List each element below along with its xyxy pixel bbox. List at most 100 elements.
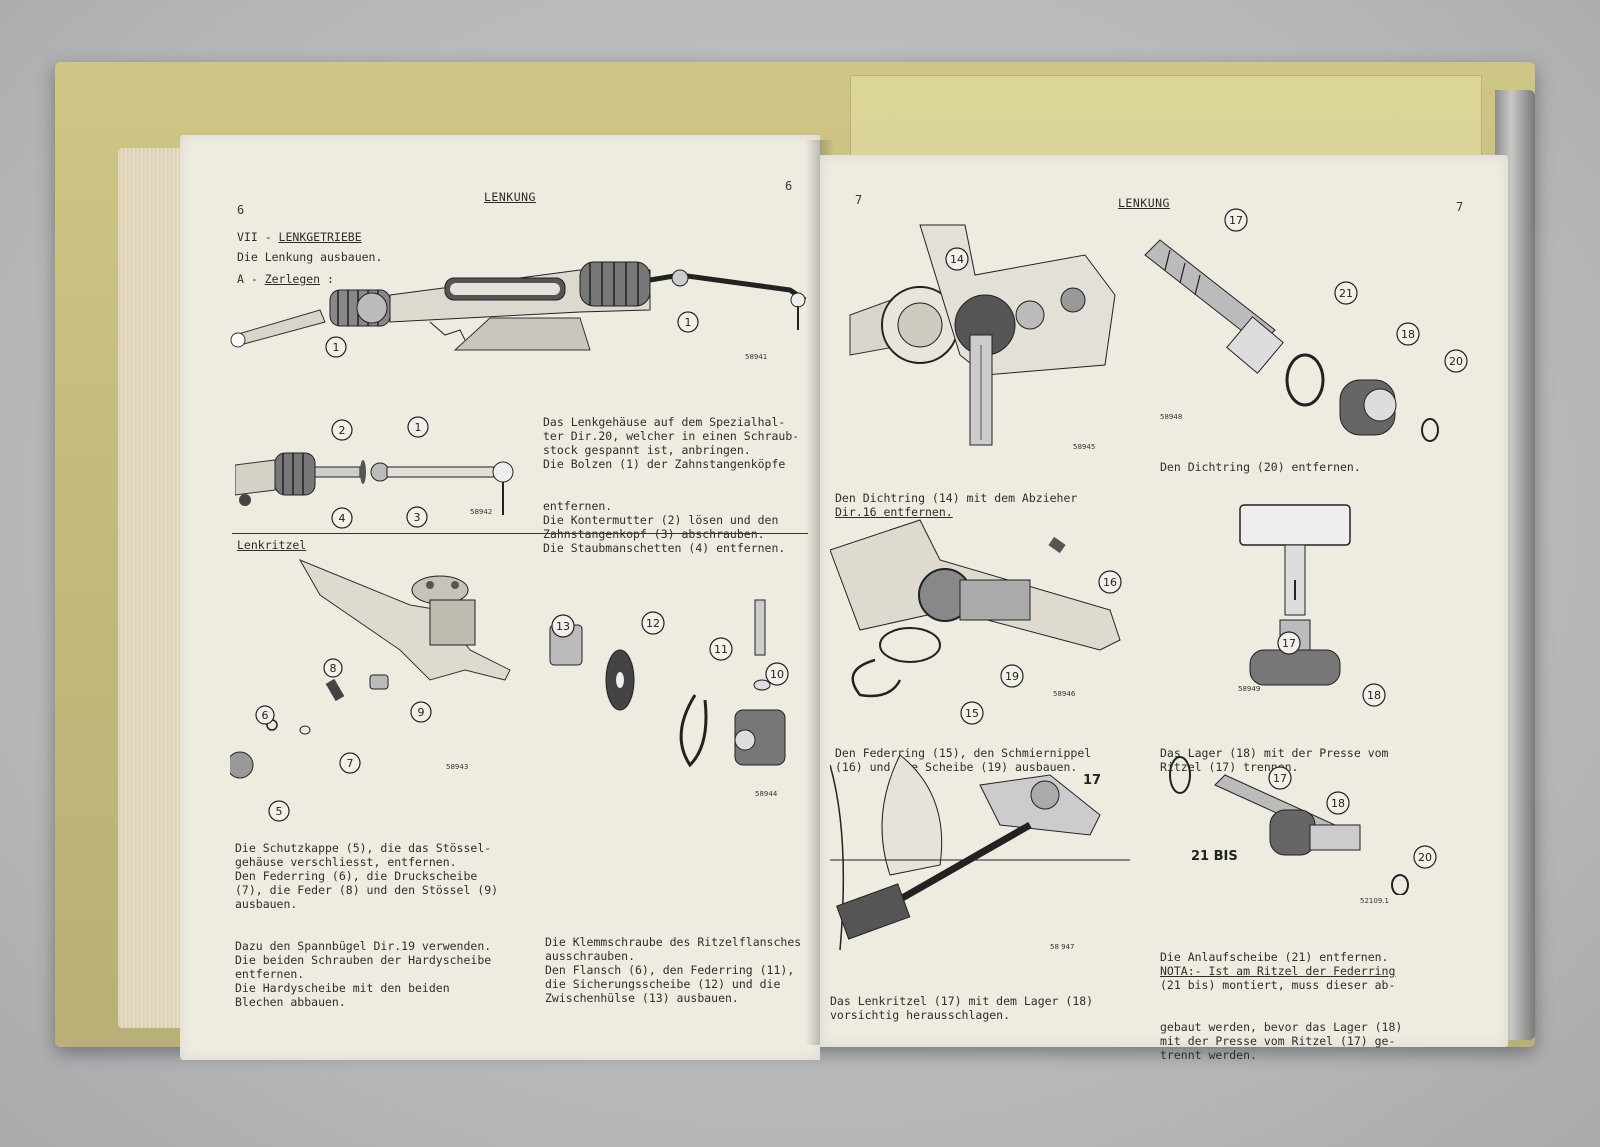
page-stack-edge <box>118 148 188 1028</box>
svg-text:1: 1 <box>333 341 340 354</box>
callout: 11 <box>709 637 733 661</box>
svg-text:16: 16 <box>1103 576 1117 589</box>
callout-label: 21 BIS <box>1191 849 1238 864</box>
svg-text:6: 6 <box>262 709 269 722</box>
svg-text:1: 1 <box>415 421 422 434</box>
svg-text:3: 3 <box>414 511 421 524</box>
svg-text:17: 17 <box>1229 214 1243 227</box>
callout: 14 <box>945 247 969 271</box>
callout: 19 <box>1000 664 1024 688</box>
figure-code: 58946 <box>1053 690 1076 698</box>
callout: 18 <box>1396 322 1420 346</box>
svg-text:18: 18 <box>1367 689 1381 702</box>
callout: 6 <box>255 705 275 725</box>
svg-text:13: 13 <box>556 620 570 633</box>
intro-text: Die Lenkung ausbauen. <box>237 250 383 264</box>
figure-code: 58949 <box>1238 685 1261 693</box>
svg-text:2: 2 <box>339 424 346 437</box>
instruction-paragraph: Das Lenkgehäuse auf dem Spezialhal-ter D… <box>543 415 800 555</box>
step-title: A - Zerlegen : <box>237 272 334 286</box>
page-number: 7 <box>1456 200 1464 214</box>
subsection-title: Lenkritzel <box>237 538 307 552</box>
figure-hammer-removal <box>830 755 1130 955</box>
section-divider <box>232 533 808 534</box>
svg-text:14: 14 <box>950 253 964 266</box>
callout: 18 <box>1362 683 1386 707</box>
figure-code: 58944 <box>755 790 778 798</box>
svg-text:9: 9 <box>418 706 425 719</box>
page-header: LENKUNG <box>1118 196 1170 210</box>
figure-pinion-bearing <box>1140 235 1460 455</box>
callout: 9 <box>410 701 432 723</box>
svg-text:17: 17 <box>1273 772 1287 785</box>
svg-text:20: 20 <box>1449 355 1463 368</box>
figure-code: 58 947 <box>1050 943 1075 951</box>
svg-text:19: 19 <box>1005 670 1019 683</box>
callout: 1 <box>677 311 699 333</box>
section-title: VII - LENKGETRIEBE <box>237 230 362 244</box>
figure-caption: Das Lenkritzel (17) mit dem Lager (18)vo… <box>830 994 1094 1022</box>
svg-text:1: 1 <box>685 316 692 329</box>
page-number: 6 <box>785 179 793 193</box>
svg-text:12: 12 <box>646 617 660 630</box>
figure-pinion-housing <box>230 555 530 800</box>
callout: 7 <box>339 752 361 774</box>
svg-text:7: 7 <box>347 757 354 770</box>
page-header: LENKUNG <box>484 190 536 204</box>
callout: 20 <box>1444 349 1468 373</box>
callout: 18 <box>1326 791 1350 815</box>
figure-caption: Den Federring (15), den Schmiernippel(16… <box>835 746 1092 774</box>
figure-code: 58943 <box>446 763 469 771</box>
callout: 17 <box>1268 766 1292 790</box>
callout: 21 <box>1334 281 1358 305</box>
figure-code: 52109.1 <box>1360 897 1389 905</box>
callout: 17 <box>1224 208 1248 232</box>
svg-text:8: 8 <box>330 662 337 675</box>
figure-pinion-housing-parts <box>830 500 1130 710</box>
figure-seal-puller <box>845 215 1125 450</box>
callout: 4 <box>331 507 353 529</box>
plastic-sleeve <box>850 75 1482 167</box>
callout: 13 <box>551 614 575 638</box>
figure-tie-rod <box>235 415 525 520</box>
svg-text:4: 4 <box>339 512 346 525</box>
callout: 10 <box>765 662 789 686</box>
callout: 2 <box>331 419 353 441</box>
callout: 16 <box>1098 570 1122 594</box>
svg-text:5: 5 <box>276 805 283 818</box>
page-number: 6 <box>237 203 245 217</box>
svg-text:11: 11 <box>714 643 728 656</box>
svg-text:18: 18 <box>1331 797 1345 810</box>
callout: 15 <box>960 701 984 725</box>
figure-caption: Den Dichtring (20) entfernen. <box>1160 460 1361 474</box>
instruction-paragraph: Die Schutzkappe (5), die das Stössel-geh… <box>235 841 499 1009</box>
figure-caption: Die Anlaufscheibe (21) entfernen.NOTA:- … <box>1160 950 1403 1062</box>
page-number: 7 <box>855 193 863 207</box>
svg-text:20: 20 <box>1418 851 1432 864</box>
figure-thrust-washer <box>1160 755 1420 895</box>
callout: 1 <box>407 416 429 438</box>
right-page: 7 7 LENKUNG 58945 Den Dichtring (14) mit… <box>820 155 1508 1062</box>
svg-text:15: 15 <box>965 707 979 720</box>
callout: 3 <box>406 506 428 528</box>
callout: 5 <box>268 800 290 822</box>
figure-code: 58945 <box>1073 443 1096 451</box>
figure-steering-rack <box>230 240 810 380</box>
callout-label: 17 <box>1083 773 1101 788</box>
svg-text:10: 10 <box>770 668 784 681</box>
callout: 12 <box>641 611 665 635</box>
callout: 17 <box>1277 631 1301 655</box>
callout: 8 <box>323 658 343 678</box>
svg-text:17: 17 <box>1282 637 1296 650</box>
callout: 1 <box>325 336 347 358</box>
callout: 20 <box>1413 845 1437 869</box>
figure-code: 58941 <box>745 353 768 361</box>
figure-code: 58948 <box>1160 413 1183 421</box>
svg-text:18: 18 <box>1401 328 1415 341</box>
svg-text:21: 21 <box>1339 287 1353 300</box>
